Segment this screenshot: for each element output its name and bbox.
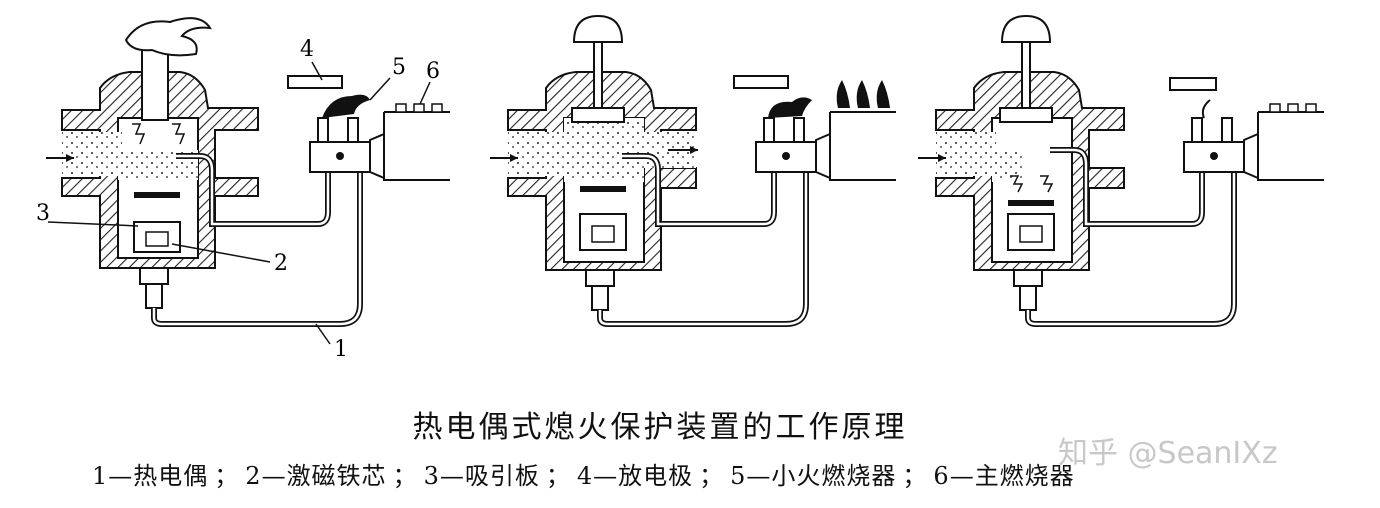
callout-4: 4 [300, 37, 314, 62]
legend-dash: — [949, 462, 975, 490]
legend-dash: — [108, 462, 134, 490]
legend-separator: ； [902, 462, 928, 490]
callout-6: 6 [426, 59, 440, 84]
legend-item-1: 1—热电偶 [92, 462, 208, 490]
spring [132, 123, 186, 145]
callout-3: 3 [36, 201, 50, 226]
gas-passage [62, 132, 122, 176]
callout-5: 5 [392, 55, 406, 80]
main-flame-icon [856, 80, 870, 108]
main-flame-icon [876, 80, 890, 108]
main-flame-icon [836, 80, 850, 108]
watermark: 知乎 @SeanIXz [1058, 436, 1278, 471]
legend-num: 4 [576, 462, 594, 490]
legend-num: 3 [423, 462, 440, 490]
pilot-flame-icon [768, 97, 812, 118]
attraction-plate [134, 192, 180, 198]
legend-item-4: 4—放电极 [577, 462, 693, 490]
panel-3 [918, 14, 1324, 327]
knob-icon [1000, 14, 1052, 43]
legend-item-2: 2—激磁铁芯 [245, 462, 386, 490]
legend-text: 热电偶 [133, 462, 209, 490]
callout-1: 1 [334, 337, 348, 362]
legend-text: 主燃烧器 [974, 462, 1075, 490]
legend-dash: — [746, 462, 772, 490]
panel-1: 4 5 6 3 2 1 [36, 17, 450, 362]
legend-text: 激磁铁芯 [286, 462, 387, 490]
legend-separator: ； [545, 462, 571, 490]
legend-separator: ； [214, 462, 240, 490]
pilot-flame-icon [322, 94, 370, 118]
legend-dash: — [439, 462, 465, 490]
hand-icon [124, 17, 212, 57]
legend-num: 6 [933, 462, 950, 490]
panel-2 [490, 14, 896, 327]
legend-separator: ； [392, 462, 418, 490]
legend-num: 1 [92, 462, 109, 490]
legend-item-6: 6—主燃烧器 [933, 462, 1074, 490]
main-burner [383, 111, 450, 181]
legend-item-3: 3—吸引板 [424, 462, 540, 490]
legend-dash: — [593, 462, 619, 490]
legend-item-5: 5—小火燃烧器 [730, 462, 896, 490]
knob-icon [572, 14, 624, 43]
legend-text: 放电极 [618, 462, 694, 490]
legend-num: 2 [245, 462, 262, 490]
discharge-electrode [287, 75, 343, 89]
callout-2: 2 [274, 251, 288, 276]
figure-legend: 1—热电偶；2—激磁铁芯；3—吸引板；4—放电极；5—小火燃烧器；6—主燃烧器 [92, 456, 1075, 491]
figure-caption: 热电偶式熄火保护装置的工作原理 [412, 410, 908, 445]
legend-text: 吸引板 [464, 462, 540, 490]
legend-dash: — [261, 462, 287, 490]
legend-text: 小火燃烧器 [771, 462, 897, 490]
thermocouple-diagram: 4 5 6 3 2 1 [36, 14, 1324, 362]
legend-separator: ； [699, 462, 725, 490]
valve-stem [141, 49, 169, 121]
legend-num: 5 [730, 462, 747, 490]
